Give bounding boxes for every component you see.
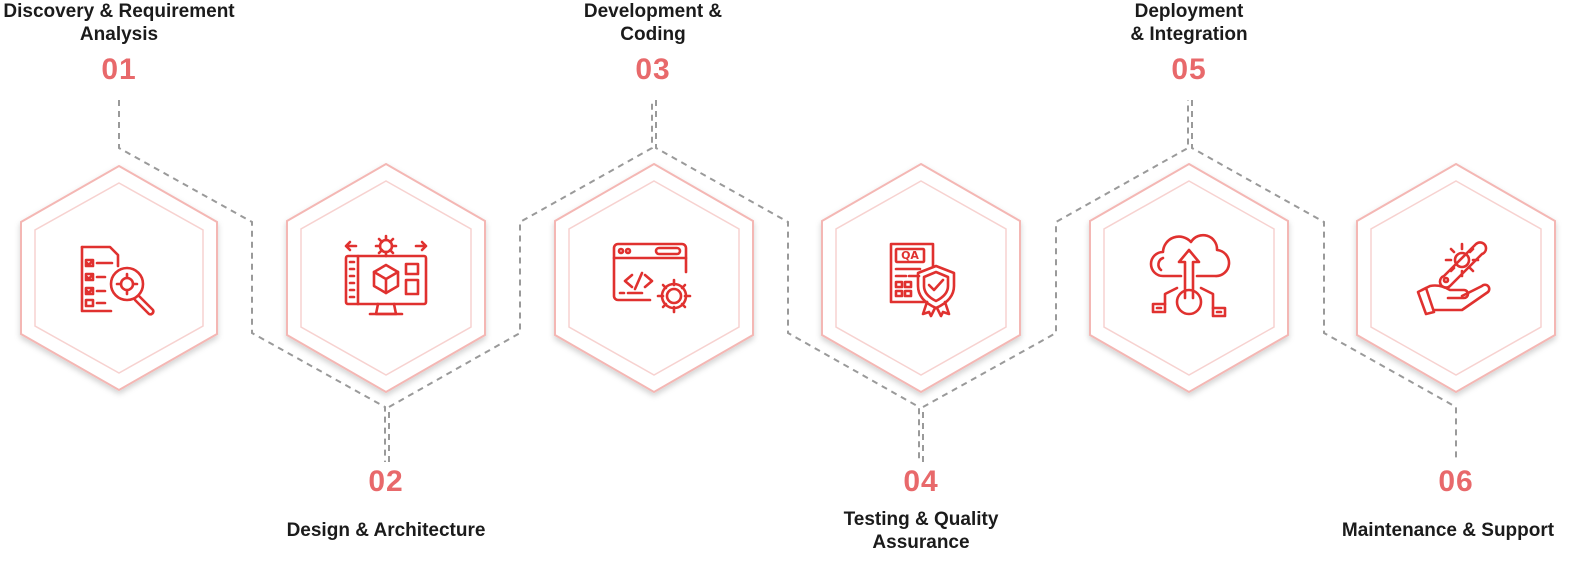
step-number-03: 03 bbox=[635, 53, 671, 86]
connector-02-03 bbox=[388, 100, 653, 462]
hexagon-04 bbox=[821, 162, 1021, 394]
hexagon-05 bbox=[1089, 162, 1289, 394]
checklist-magnifier-icon bbox=[80, 245, 155, 316]
connector-lines bbox=[118, 100, 1457, 462]
monitor-design-icon bbox=[344, 234, 428, 316]
connector-03-04 bbox=[655, 100, 920, 462]
step-title-03: Development & Coding bbox=[583, 1, 723, 45]
connector-05-06 bbox=[1191, 100, 1457, 462]
step-title-05: Deployment & Integration bbox=[1130, 1, 1248, 45]
step-title-04: Testing & Quality Assurance bbox=[843, 509, 999, 553]
qa-shield-icon: QA bbox=[889, 242, 956, 318]
hand-gear-icon bbox=[1416, 241, 1491, 316]
hexagon-06 bbox=[1356, 162, 1556, 394]
code-window-gear-icon bbox=[612, 242, 692, 314]
step-number-04: 04 bbox=[903, 465, 939, 498]
step-number-06: 06 bbox=[1438, 465, 1474, 498]
cloud-upload-icon bbox=[1149, 233, 1231, 318]
hexagons bbox=[20, 162, 1556, 394]
connector-04-05 bbox=[922, 100, 1189, 462]
step-title-01: Discovery & Requirement Analysis bbox=[3, 1, 235, 45]
step-title-02: Design & Architecture bbox=[286, 520, 486, 541]
svg-text:QA: QA bbox=[901, 249, 919, 262]
hexagon-01 bbox=[20, 164, 218, 392]
step-number-02: 02 bbox=[368, 465, 404, 498]
connector-01 bbox=[118, 100, 386, 462]
hexagon-03 bbox=[554, 162, 754, 394]
step-number-01: 01 bbox=[101, 53, 137, 86]
icons: QA bbox=[80, 233, 1491, 318]
step-title-06: Maintenance & Support bbox=[1341, 520, 1555, 541]
step-number-05: 05 bbox=[1171, 53, 1207, 86]
